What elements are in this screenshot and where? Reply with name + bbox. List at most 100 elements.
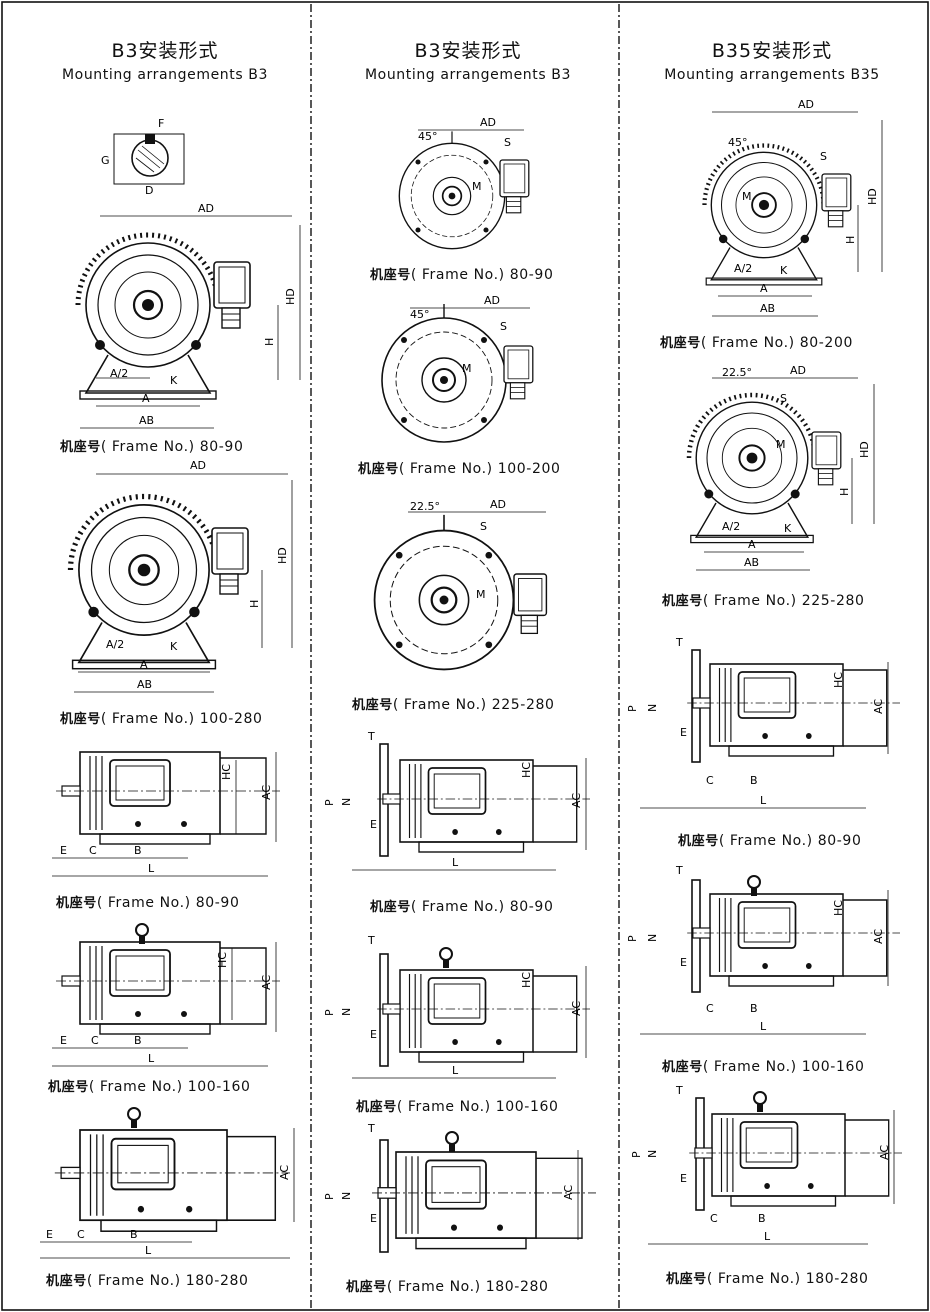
dim-M-2: M	[462, 362, 472, 375]
dim-A2-1: A/2	[110, 367, 128, 380]
dim-L-1: L	[148, 862, 155, 875]
dim-C-2: C	[91, 1034, 99, 1047]
dim-AB-2: AB	[137, 678, 152, 691]
column-1-subtitle: Mounting arrangements B3	[61, 67, 269, 83]
column-2-subtitle: Mounting arrangements B3	[364, 67, 572, 83]
dim-AC-7: AC	[872, 699, 885, 714]
dim-K-2: K	[170, 640, 178, 653]
dim-S-4: S	[820, 150, 827, 163]
dim-AD-3: AD	[480, 116, 496, 129]
dim-N-4: N	[646, 704, 659, 712]
dim-N-1: N	[340, 798, 353, 806]
dim-E-6: E	[370, 1212, 377, 1225]
dim-deg45-2: 45°	[410, 308, 430, 321]
caption-col1-1: 机座号( Frame No.) 80-90	[60, 439, 244, 455]
dim-AD-2: AD	[190, 459, 206, 472]
dim-AC-1: AC	[260, 785, 273, 800]
dim-AD-7: AD	[790, 364, 806, 377]
caption-col3-5: 机座号( Frame No.) 180-280	[666, 1271, 869, 1287]
motor-side-view-col1-b: HC AC E C B L	[52, 923, 281, 1067]
flange-view-col2-b: AD 45° S M	[381, 294, 534, 443]
dim-H-4: H	[838, 488, 851, 496]
dim-K-1: K	[170, 374, 178, 387]
dim-A-4: A	[748, 538, 756, 551]
dim-AD-1: AD	[198, 202, 214, 215]
dim-D: D	[145, 184, 153, 197]
dim-S-1: S	[504, 136, 511, 149]
dim-AC-8: AC	[872, 929, 885, 944]
dim-AB-1: AB	[139, 414, 154, 427]
caption-col3-2: 机座号( Frame No.) 225-280	[662, 593, 865, 609]
caption-col2-4: 机座号( Frame No.) 80-90	[370, 899, 554, 915]
dim-S-2: S	[500, 320, 507, 333]
dim-N-3: N	[340, 1192, 353, 1200]
flange-view-col2-a: AD 45° S M	[398, 116, 530, 250]
dim-AD-6: AD	[798, 98, 814, 111]
dim-L-2: L	[148, 1052, 155, 1065]
dim-L-7: L	[760, 1020, 767, 1033]
dim-L-3: L	[145, 1244, 152, 1257]
dim-P-6: P	[630, 1151, 643, 1158]
dim-P-3: P	[323, 1193, 336, 1200]
dim-A2-2: A/2	[106, 638, 124, 651]
flange-foot-side-view-col3-a: P N T E HC AC C B L	[626, 636, 901, 809]
flange-view-col2-c: AD 22.5° S M	[373, 498, 548, 671]
dim-deg225-1: 22.5°	[410, 500, 440, 513]
dim-E-4: E	[370, 818, 377, 831]
caption-col3-4: 机座号( Frame No.) 100-160	[662, 1059, 865, 1075]
column-1-header: B3安装形式 Mounting arrangements B3	[20, 36, 310, 83]
flange-side-view-col2-b: P N T E HC AC L	[323, 934, 591, 1079]
dim-M-3: M	[476, 588, 486, 601]
caption-col3-1: 机座号( Frame No.) 80-200	[660, 335, 853, 351]
dim-HD-3: HD	[866, 188, 879, 205]
dim-HC-2: HC	[216, 952, 229, 968]
dim-AD-4: AD	[484, 294, 500, 307]
column-1-title: B3安装形式	[111, 40, 219, 62]
caption-col1-5: 机座号( Frame No.) 180-280	[46, 1273, 249, 1289]
dim-E-8: E	[680, 956, 687, 969]
dim-AB-3: AB	[760, 302, 775, 315]
dim-N-2: N	[340, 1008, 353, 1016]
shaft-key-detail: F G D	[101, 117, 185, 197]
caption-col1-4: 机座号( Frame No.) 100-160	[48, 1079, 251, 1095]
dim-C-3: C	[77, 1228, 85, 1241]
dim-L-6: L	[760, 794, 767, 807]
dim-AC-9: AC	[878, 1145, 891, 1160]
dim-HC-1: HC	[220, 764, 233, 780]
dim-H-3: H	[844, 236, 857, 244]
dim-E-2: E	[60, 1034, 67, 1047]
flange-foot-side-view-col3-b: P N T E HC AC C B L	[626, 864, 901, 1035]
caption-col3-3: 机座号( Frame No.) 80-90	[678, 833, 862, 849]
dim-G: G	[101, 154, 110, 167]
dim-L-4: L	[452, 856, 459, 869]
caption-col2-5: 机座号( Frame No.) 100-160	[356, 1099, 559, 1115]
dim-N-5: N	[646, 934, 659, 942]
dim-deg45-3: 45°	[728, 136, 748, 149]
dim-A-2: A	[140, 658, 148, 671]
dim-B-4: B	[750, 774, 758, 787]
dim-L-8: L	[764, 1230, 771, 1243]
dim-B-6: B	[758, 1212, 766, 1225]
dim-E-7: E	[680, 726, 687, 739]
dim-A-1: A	[142, 392, 150, 405]
dim-C-6: C	[710, 1212, 718, 1225]
dim-E-1: E	[60, 844, 67, 857]
caption-col2-2: 机座号( Frame No.) 100-200	[358, 461, 561, 477]
dim-AC-3: AC	[278, 1165, 291, 1180]
caption-col2-1: 机座号( Frame No.) 80-90	[370, 267, 554, 283]
dim-K-4: K	[784, 522, 792, 535]
dim-F: F	[158, 117, 164, 130]
motor-side-view-col1-a: HC AC E C B L	[52, 751, 281, 877]
dim-K-3: K	[780, 264, 788, 277]
caption-col2-3: 机座号( Frame No.) 225-280	[352, 697, 555, 713]
dim-HC-5: HC	[832, 672, 845, 688]
dim-T-5: T	[675, 864, 683, 877]
dim-P-4: P	[626, 705, 639, 712]
dim-AD-5: AD	[490, 498, 506, 511]
dim-L-5: L	[452, 1064, 459, 1077]
dim-T-2: T	[367, 934, 375, 947]
dim-A2-3: A/2	[734, 262, 752, 275]
caption-col1-2: 机座号( Frame No.) 100-280	[60, 711, 263, 727]
